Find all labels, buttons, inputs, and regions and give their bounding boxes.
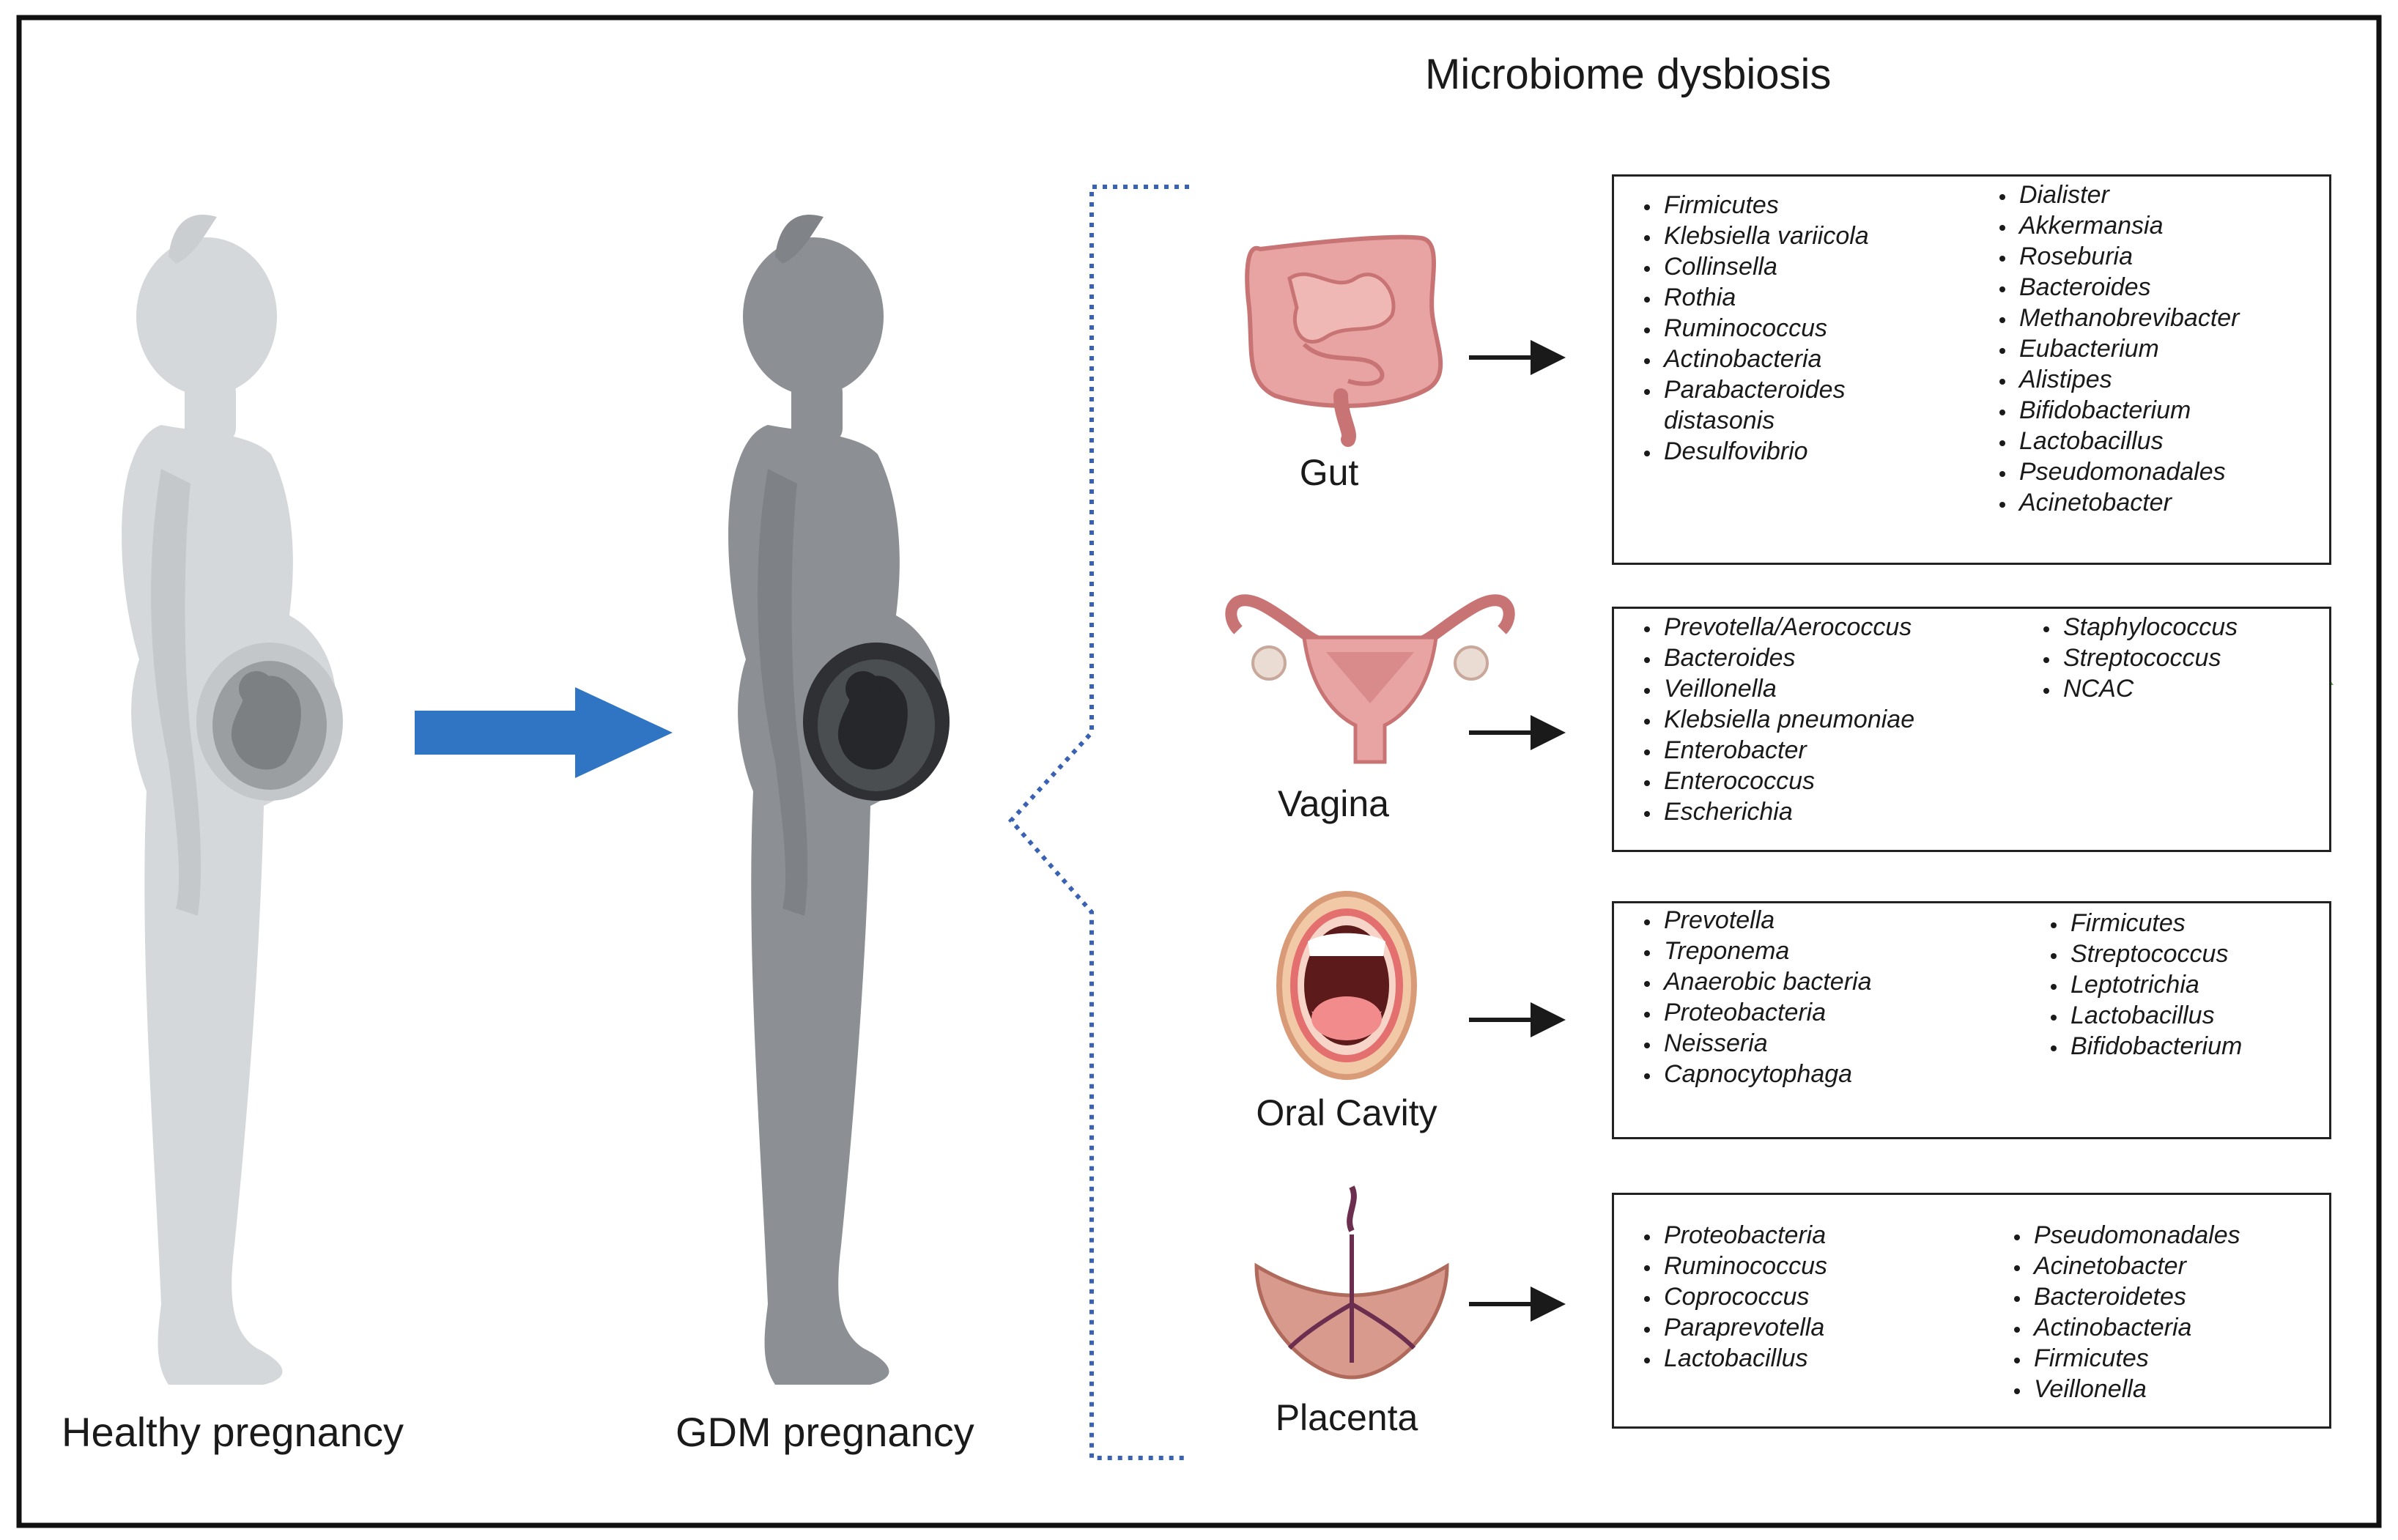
list-item: Veillonella <box>1661 673 1914 704</box>
list-item: Proteobacteria <box>1661 1220 1827 1251</box>
list-item: Desulfovibrio <box>1661 436 1869 467</box>
oral-taxa-box: Prevotella Treponema Anaerobic bacteria … <box>1612 901 2331 1139</box>
list-item: Capnocytophaga <box>1661 1059 1872 1089</box>
list-item: Eubacterium <box>2016 333 2240 364</box>
list-item: Ruminococcus <box>1661 313 1869 344</box>
list-item: Bacteroidetes <box>2031 1281 2240 1312</box>
list-item: Klebsiella variicola <box>1661 221 1869 251</box>
list-item: Acinetobacter <box>2031 1251 2240 1281</box>
list-item: Klebsiella pneumoniae <box>1661 704 1914 735</box>
organ-label-gut: Gut <box>1299 452 1359 493</box>
list-item: Pseudomonadales <box>2016 456 2240 487</box>
list-item: Methanobrevibacter <box>2016 303 2240 333</box>
oral-decreased-list: Firmicutes Streptococcus Leptotrichia La… <box>2035 908 2242 1062</box>
list-item: Veillonella <box>2031 1374 2240 1404</box>
intestine-icon <box>1245 234 1443 447</box>
list-item: Streptococcus <box>2060 643 2238 673</box>
uterus-icon <box>1225 594 1515 764</box>
list-item: Akkermansia <box>2016 210 2240 241</box>
list-item: Neisseria <box>1661 1028 1872 1059</box>
vagina-right-list: Staphylococcus Streptococcus NCAC <box>2028 612 2238 704</box>
list-item: Rothia <box>1661 282 1869 313</box>
organ-label-oral-cavity: Oral Cavity <box>1256 1092 1437 1133</box>
list-item: Coprococcus <box>1661 1281 1827 1312</box>
diagram-title: Microbiome dysbiosis <box>1425 51 1832 98</box>
list-item: Pseudomonadales <box>2031 1220 2240 1251</box>
list-item: Staphylococcus <box>2060 612 2238 643</box>
figure-border <box>16 15 2382 1528</box>
list-item: Prevotella <box>1661 905 1872 936</box>
list-item: Enterococcus <box>1661 766 1914 796</box>
placenta-icon <box>1254 1185 1449 1380</box>
list-item: Firmicutes <box>2031 1343 2240 1374</box>
list-item: Bifidobacterium <box>2068 1031 2242 1062</box>
list-item: Bacteroides <box>1661 643 1914 673</box>
list-item: Collinsella <box>1661 251 1869 282</box>
list-item: Proteobacteria <box>1661 997 1872 1028</box>
vagina-taxa-box: Prevotella/Aerococcus Bacteroides Veillo… <box>1612 607 2331 852</box>
gdm-pregnant-woman-icon <box>728 214 950 1385</box>
open-mouth-icon <box>1276 891 1417 1080</box>
list-item: Treponema <box>1661 936 1872 966</box>
transition-arrow <box>415 687 673 778</box>
oral-increased-list: Prevotella Treponema Anaerobic bacteria … <box>1629 905 1872 1089</box>
list-item: Bacteroides <box>2016 272 2240 303</box>
dotted-bracket <box>1007 185 1189 1460</box>
list-item: Paraprevotella <box>1661 1312 1827 1343</box>
list-item: Firmicutes <box>1661 190 1869 221</box>
gut-taxa-box: Firmicutes Klebsiella variicola Collinse… <box>1612 174 2331 565</box>
gut-increased-list: Firmicutes Klebsiella variicola Collinse… <box>1629 190 1869 467</box>
list-item: Acinetobacter <box>2016 487 2240 518</box>
list-item: Lactobacillus <box>2068 1000 2242 1031</box>
placenta-increased-list: Proteobacteria Ruminococcus Coprococcus … <box>1629 1220 1827 1374</box>
placenta-decreased-list: Pseudomonadales Acinetobacter Bacteroide… <box>1999 1220 2240 1404</box>
organ-label-vagina: Vagina <box>1278 783 1389 824</box>
list-item: Leptotrichia <box>2068 969 2242 1000</box>
list-item: Parabacteroides <box>1661 374 1869 405</box>
list-item: Ruminococcus <box>1661 1251 1827 1281</box>
list-item: Anaerobic bacteria <box>1661 966 1872 997</box>
list-item: Lactobacillus <box>1661 1343 1827 1374</box>
vagina-left-list: Prevotella/Aerococcus Bacteroides Veillo… <box>1629 612 1914 827</box>
gdm-pregnancy-caption: GDM pregnancy <box>676 1409 974 1455</box>
list-item: distasonis <box>1664 407 1775 434</box>
list-item: Firmicutes <box>2068 908 2242 939</box>
list-item: Prevotella/Aerococcus <box>1661 612 1914 643</box>
list-item: Escherichia <box>1661 796 1914 827</box>
list-item: Bifidobacterium <box>2016 395 2240 426</box>
placenta-taxa-box: Proteobacteria Ruminococcus Coprococcus … <box>1612 1193 2331 1429</box>
list-item: Dialister <box>2016 179 2240 210</box>
list-item: Actinobacteria <box>2031 1312 2240 1343</box>
list-item: NCAC <box>2060 673 2238 704</box>
list-item: Alistipes <box>2016 364 2240 395</box>
healthy-pregnant-woman-icon <box>122 214 343 1385</box>
gut-decreased-list: Dialister Akkermansia Roseburia Bacteroi… <box>1984 179 2240 518</box>
healthy-pregnancy-caption: Healthy pregnancy <box>62 1409 404 1455</box>
list-item: Enterobacter <box>1661 735 1914 766</box>
list-item: Streptococcus <box>2068 939 2242 969</box>
list-item: Actinobacteria <box>1661 344 1869 374</box>
list-item: Roseburia <box>2016 241 2240 272</box>
organ-label-placenta: Placenta <box>1275 1397 1418 1438</box>
list-item: Lactobacillus <box>2016 426 2240 456</box>
